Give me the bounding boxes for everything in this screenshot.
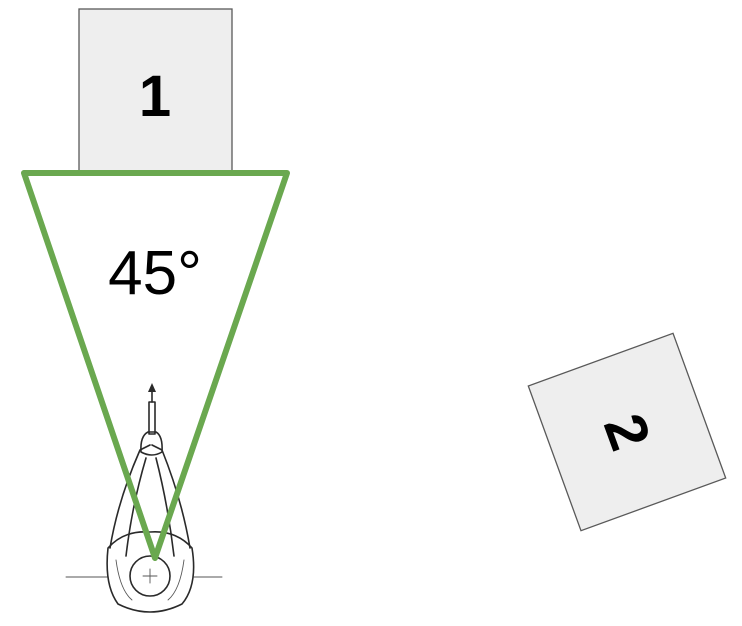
person-top-view [65,383,223,613]
right-arm-inner [155,457,175,557]
angle-label: 45° [108,239,202,308]
target-2-box [527,332,727,532]
torso-fold-right [167,559,185,601]
target-1-box [78,8,233,172]
device [148,401,156,435]
torso-fold-left [115,559,133,601]
target-2: 2 [527,332,727,532]
target-1: 1 [78,8,233,172]
field-of-view-cone [21,170,290,561]
head [129,555,171,597]
left-arm-outer [109,444,151,549]
hands [140,431,163,456]
left-arm-inner [125,457,147,557]
target-1-label: 1 [139,64,171,129]
direction-arrow-icon [148,383,156,392]
